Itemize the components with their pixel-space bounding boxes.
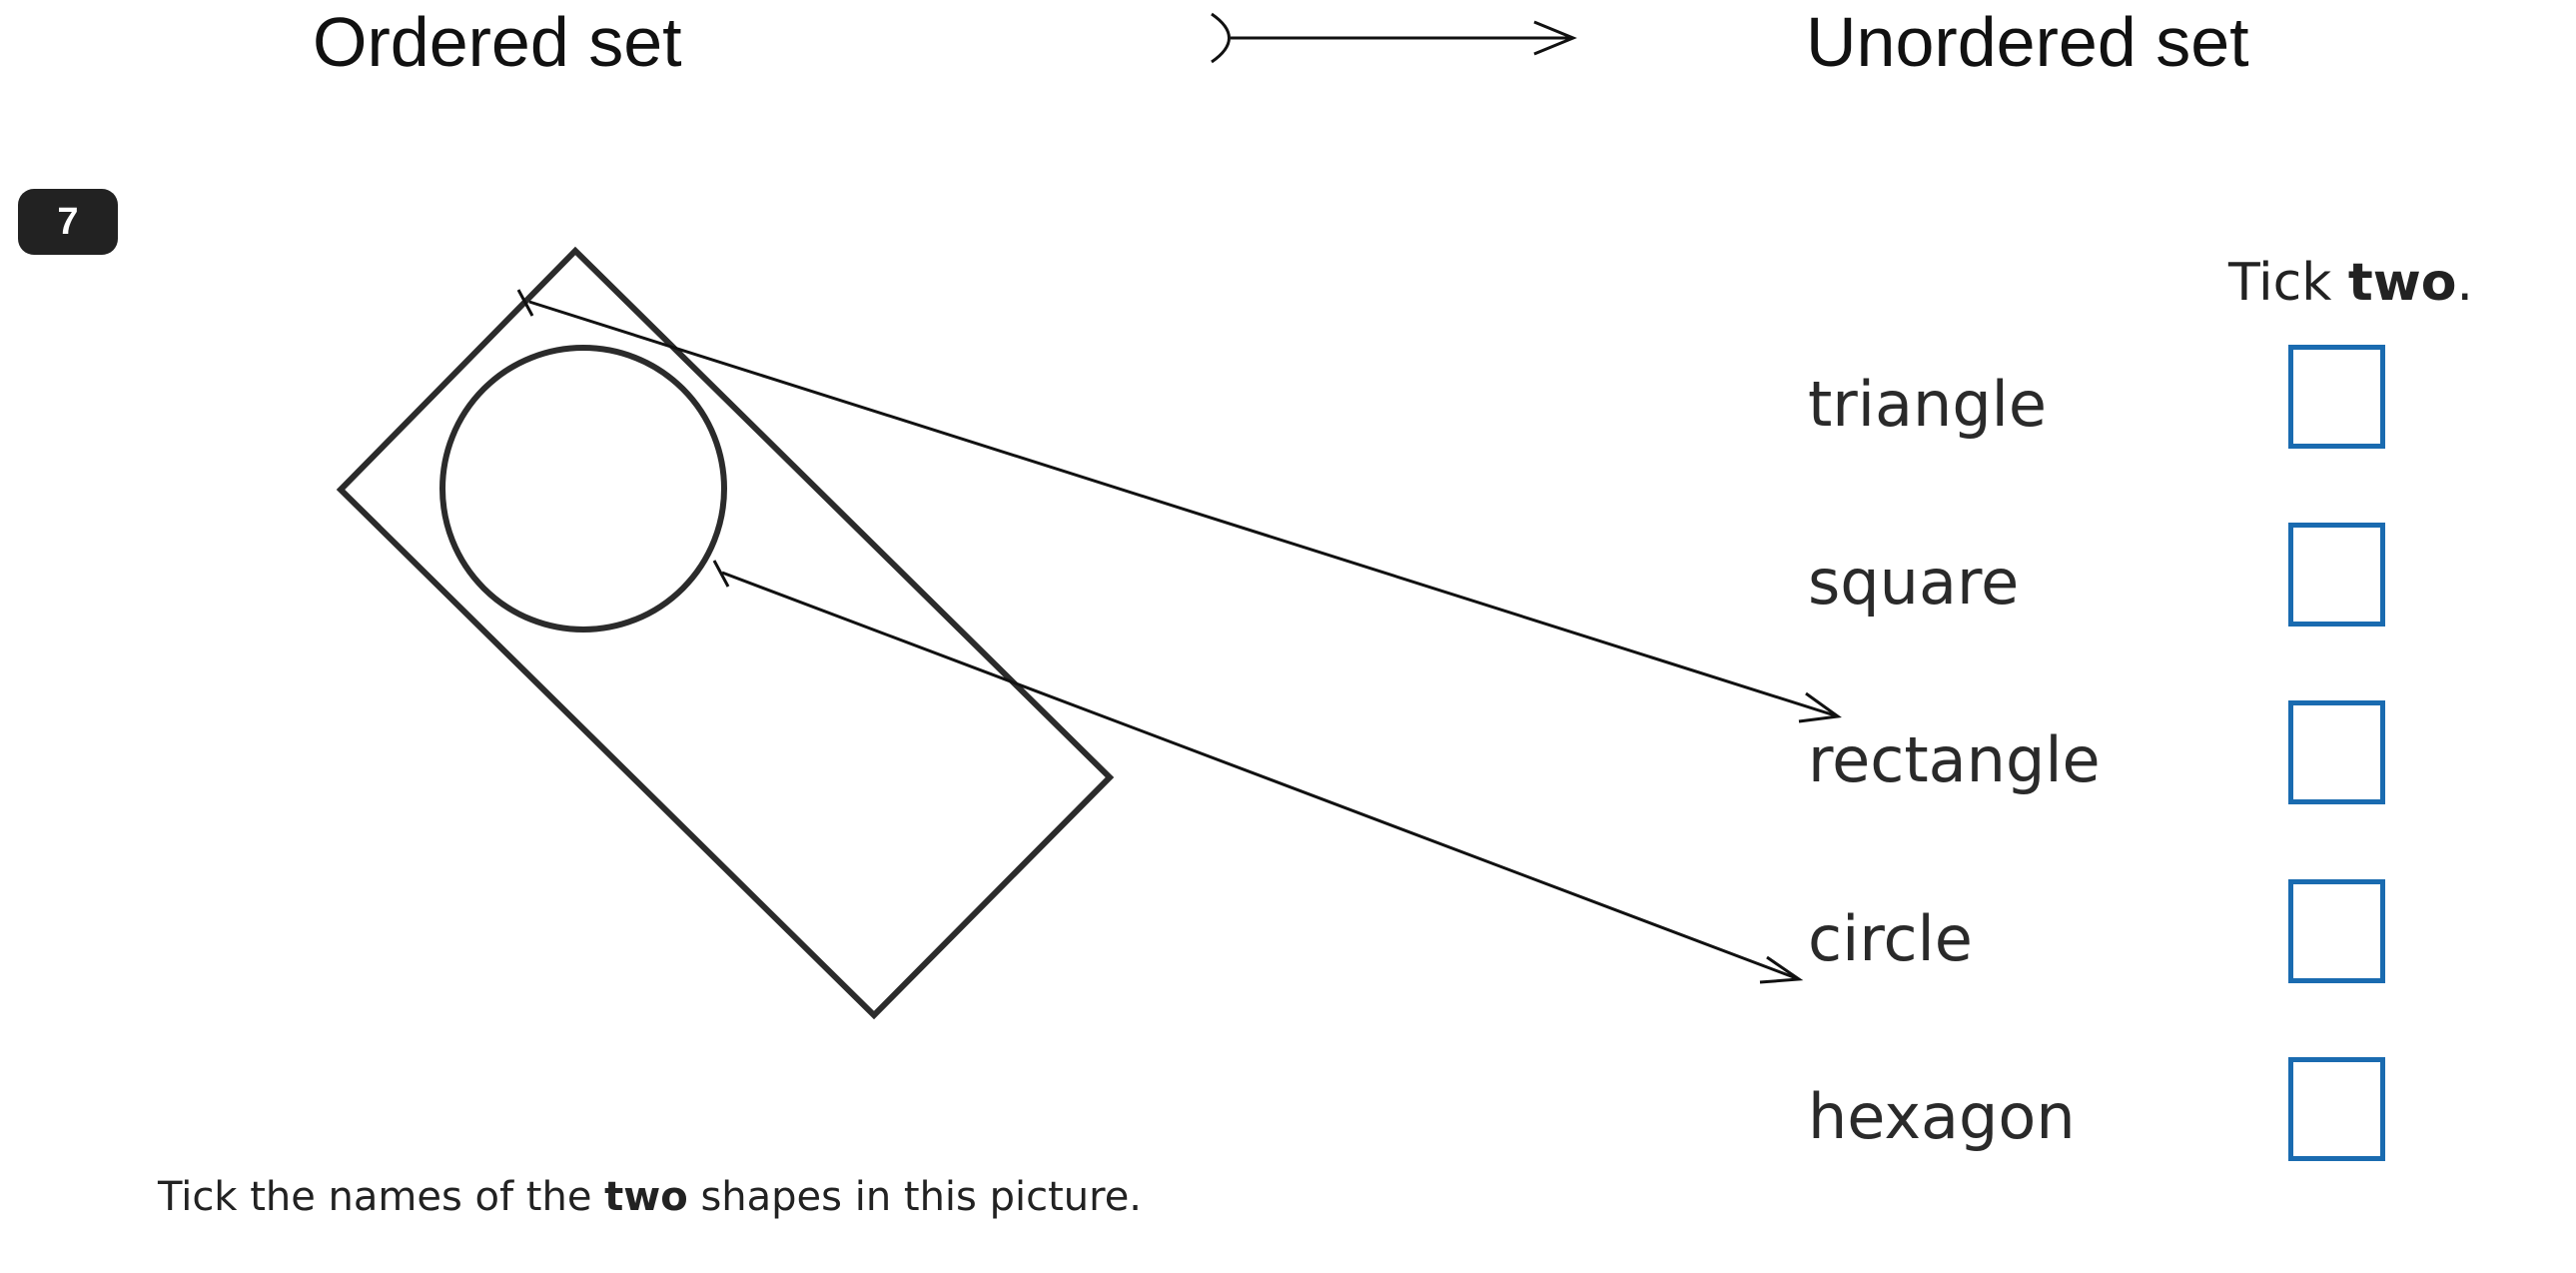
tick-instruction-suffix: . [2456, 253, 2473, 313]
rectangle-shape [336, 246, 1115, 1020]
question-text-suffix: shapes in this picture. [687, 1174, 1143, 1220]
option-label-hexagon: hexagon [1808, 1080, 2076, 1153]
tick-instruction-prefix: Tick [2228, 253, 2348, 313]
tick-box-triangle[interactable] [2288, 345, 2385, 449]
tick-box-rectangle[interactable] [2288, 700, 2385, 804]
option-label-circle: circle [1808, 902, 1973, 975]
arrow-circle-to-label [712, 560, 1804, 984]
tick-box-hexagon[interactable] [2288, 1057, 2385, 1161]
option-label-rectangle: rectangle [1808, 723, 2101, 796]
question-text-prefix: Tick the names of the [158, 1174, 605, 1220]
header-arrow-head [1533, 20, 1577, 56]
header-arrow [1211, 12, 1577, 64]
question-text-bold: two [604, 1174, 688, 1220]
tick-box-circle[interactable] [2288, 879, 2385, 983]
tick-instruction: Tick two. [2228, 253, 2473, 313]
tick-box-square[interactable] [2288, 523, 2385, 627]
question-text: Tick the names of the two shapes in this… [158, 1174, 1142, 1220]
tick-instruction-bold: two [2347, 253, 2457, 313]
option-label-square: square [1808, 546, 2020, 619]
ordered-set-label: Ordered set [313, 3, 682, 81]
header-arrow-tail [1211, 12, 1231, 64]
arrow-rectangle-to-label [516, 289, 1842, 723]
circle-shape [439, 345, 727, 633]
option-label-triangle: triangle [1808, 368, 2048, 441]
question-number-badge: 7 [18, 189, 118, 255]
unordered-set-label: Unordered set [1806, 3, 2249, 81]
